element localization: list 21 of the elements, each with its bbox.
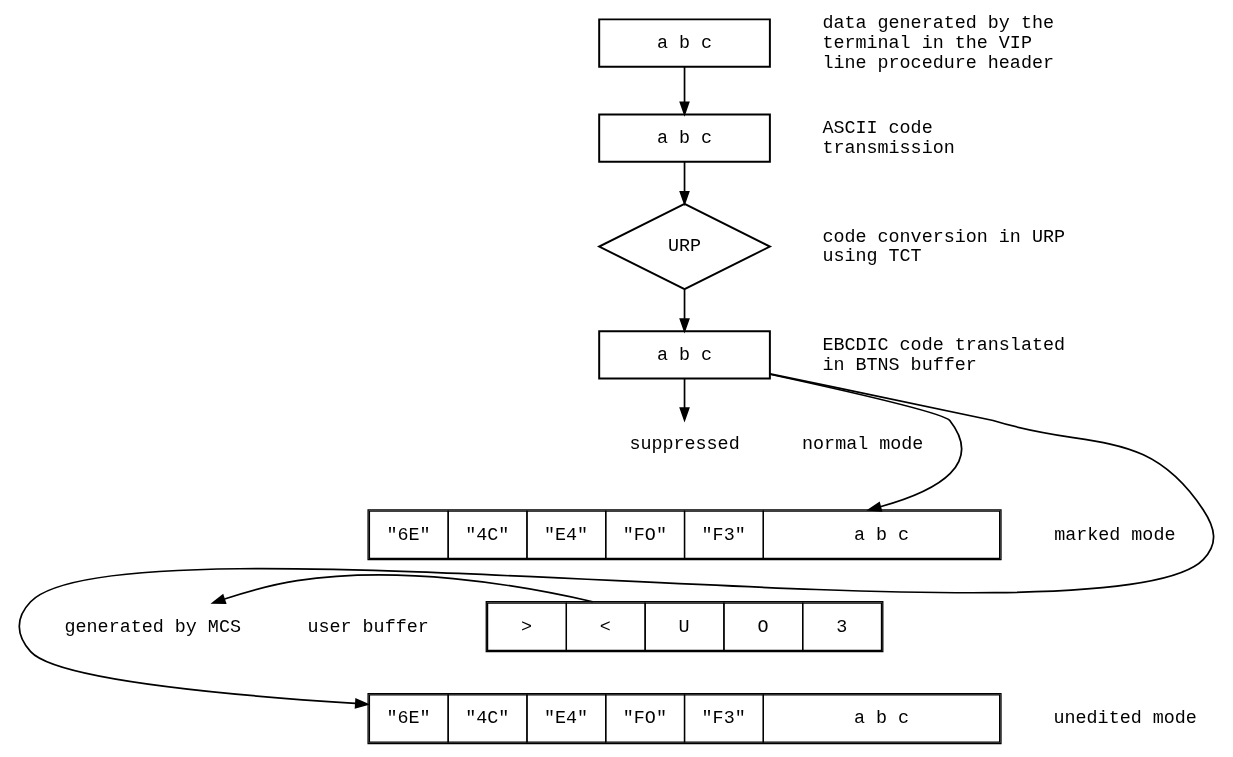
arrow <box>679 161 690 207</box>
arrow <box>210 574 594 604</box>
node-box: a b c <box>598 330 771 380</box>
node-label: unedited mode <box>1053 708 1197 730</box>
arrow <box>769 373 963 512</box>
arrow <box>679 65 690 117</box>
label: user buffer <box>307 616 429 638</box>
node-box: a b c <box>598 18 771 68</box>
node-label: data generated by the terminal in the VIP line procedure header <box>822 13 1054 74</box>
node-label: code conversion in URP using TCT <box>822 226 1065 268</box>
node-label: marked mode <box>1054 524 1176 546</box>
node-box: a b c <box>598 113 771 163</box>
node-label: normal mode <box>802 434 924 456</box>
node-diamond: URP <box>597 202 773 291</box>
node-text: generated by MCS <box>64 616 241 638</box>
arrow <box>679 288 690 334</box>
node-label: ASCII code transmission <box>822 118 955 159</box>
arrow <box>679 378 690 423</box>
node-text: suppressed <box>629 434 740 456</box>
arrow <box>18 372 1215 709</box>
node-label: EBCDIC code translated in BTNS buffer <box>822 334 1065 376</box>
